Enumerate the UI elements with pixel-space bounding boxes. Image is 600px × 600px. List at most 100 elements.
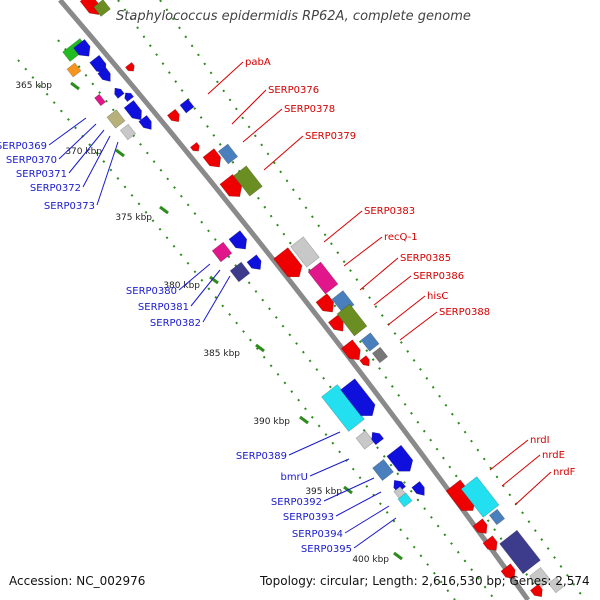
leader-line bbox=[96, 141, 119, 206]
leader-line bbox=[387, 295, 426, 326]
kbp-label: 375 kbp bbox=[115, 213, 152, 223]
leader-line bbox=[231, 89, 267, 125]
gene-block bbox=[94, 93, 106, 107]
gene-features bbox=[62, 0, 565, 598]
reverse-gene-label: SERP0380 bbox=[126, 286, 177, 297]
gene-block bbox=[229, 261, 251, 283]
leader-line bbox=[335, 491, 382, 517]
forward-gene-label: SERP0379 bbox=[305, 131, 356, 142]
gene-block bbox=[340, 378, 376, 417]
kbp-tick bbox=[209, 275, 219, 285]
reverse-gene-label: SERP0381 bbox=[138, 302, 189, 313]
kbp-label: 400 kbp bbox=[352, 555, 389, 565]
gene-block bbox=[411, 480, 425, 496]
gene-block bbox=[500, 563, 516, 579]
leader-line bbox=[242, 108, 283, 143]
kbp-tick bbox=[393, 551, 403, 561]
kbp-label: 395 kbp bbox=[305, 487, 342, 497]
leader-line bbox=[359, 257, 399, 291]
reverse-gene-label: SERP0394 bbox=[292, 529, 343, 540]
leader-line bbox=[353, 517, 397, 549]
gene-block bbox=[360, 332, 380, 352]
kbp-tick bbox=[70, 81, 80, 91]
reverse-gene-label: SERP0369 bbox=[0, 141, 47, 152]
gene-block bbox=[488, 508, 506, 526]
gene-block bbox=[307, 261, 339, 295]
leader-line bbox=[514, 471, 552, 506]
gene-block bbox=[79, 0, 100, 16]
kbp-tick bbox=[255, 343, 265, 353]
leader-line bbox=[68, 129, 105, 174]
forward-gene-label: nrdI bbox=[530, 435, 550, 446]
leader-line bbox=[323, 210, 363, 243]
reverse-gene-label: SERP0389 bbox=[236, 451, 287, 462]
gene-block bbox=[386, 444, 414, 472]
reverse-gene-label: SERP0395 bbox=[301, 544, 352, 555]
gene-block bbox=[73, 38, 91, 57]
accession-label: Accession: NC_002976 bbox=[9, 574, 146, 588]
gene-block bbox=[273, 247, 303, 278]
gene-block bbox=[472, 518, 488, 534]
forward-gene-label: nrdE bbox=[542, 450, 565, 461]
kbp-label: 385 kbp bbox=[203, 349, 240, 359]
gene-block bbox=[482, 535, 498, 551]
gene-block bbox=[499, 529, 541, 575]
leader-line bbox=[263, 135, 304, 171]
kbp-tick bbox=[159, 205, 169, 215]
gene-block bbox=[202, 148, 222, 168]
leader-line bbox=[343, 236, 383, 267]
leader-line bbox=[501, 454, 541, 487]
kbp-label: 370 kbp bbox=[65, 147, 102, 157]
gene-block bbox=[66, 62, 82, 78]
forward-gene-label: SERP0386 bbox=[413, 271, 464, 282]
leader-line bbox=[309, 458, 350, 477]
leader-line bbox=[373, 275, 412, 306]
reverse-gene-label: SERP0371 bbox=[16, 169, 67, 180]
reverse-gene-label: SERP0392 bbox=[271, 497, 322, 508]
gene-block bbox=[336, 303, 368, 337]
gene-block bbox=[359, 355, 370, 367]
gene-block bbox=[290, 236, 320, 268]
leader-line bbox=[323, 477, 375, 502]
gene-block bbox=[114, 87, 125, 99]
forward-gene-label: recQ-1 bbox=[384, 232, 418, 243]
forward-gene-label: SERP0383 bbox=[364, 206, 415, 217]
gene-labels: pabASERP0376SERP0378SERP0379SERP0383recQ… bbox=[0, 57, 576, 555]
gene-block bbox=[355, 430, 375, 450]
forward-gene-label: SERP0388 bbox=[439, 307, 490, 318]
forward-gene-label: pabA bbox=[245, 57, 271, 68]
leader-line bbox=[207, 61, 244, 95]
leader-line bbox=[399, 311, 438, 341]
kbp-label: 380 kbp bbox=[163, 281, 200, 291]
forward-gene-label: hisC bbox=[427, 291, 448, 302]
forward-gene-label: SERP0378 bbox=[284, 104, 335, 115]
gene-block bbox=[547, 576, 565, 594]
gene-block bbox=[371, 431, 385, 446]
label-leaders bbox=[48, 61, 552, 549]
leader-line bbox=[344, 505, 390, 534]
reverse-gene-label: SERP0382 bbox=[150, 318, 201, 329]
leader-line bbox=[190, 269, 221, 307]
kbp-label: 365 kbp bbox=[15, 81, 52, 91]
kbp-tick bbox=[299, 415, 309, 425]
reverse-gene-label: bmrU bbox=[280, 472, 308, 483]
gene-block bbox=[315, 293, 335, 313]
gene-block bbox=[97, 66, 111, 82]
gene-block bbox=[123, 100, 142, 121]
guide-rings bbox=[17, 0, 586, 600]
gene-block bbox=[460, 476, 500, 518]
gene-block bbox=[246, 254, 262, 270]
leader-line bbox=[82, 135, 111, 188]
reverse-gene-label: SERP0372 bbox=[30, 183, 81, 194]
forward-gene-label: SERP0385 bbox=[400, 253, 451, 264]
forward-gene-label: nrdF bbox=[553, 467, 576, 478]
gene-block bbox=[529, 583, 543, 598]
gene-block bbox=[138, 114, 152, 130]
leader-line bbox=[178, 263, 211, 291]
topology-label: Topology: circular; Length: 2,616,530 bp… bbox=[260, 574, 590, 588]
leader-line bbox=[202, 275, 231, 323]
gene-block bbox=[124, 92, 135, 103]
gene-block bbox=[219, 173, 243, 197]
reverse-gene-label: SERP0373 bbox=[44, 201, 95, 212]
